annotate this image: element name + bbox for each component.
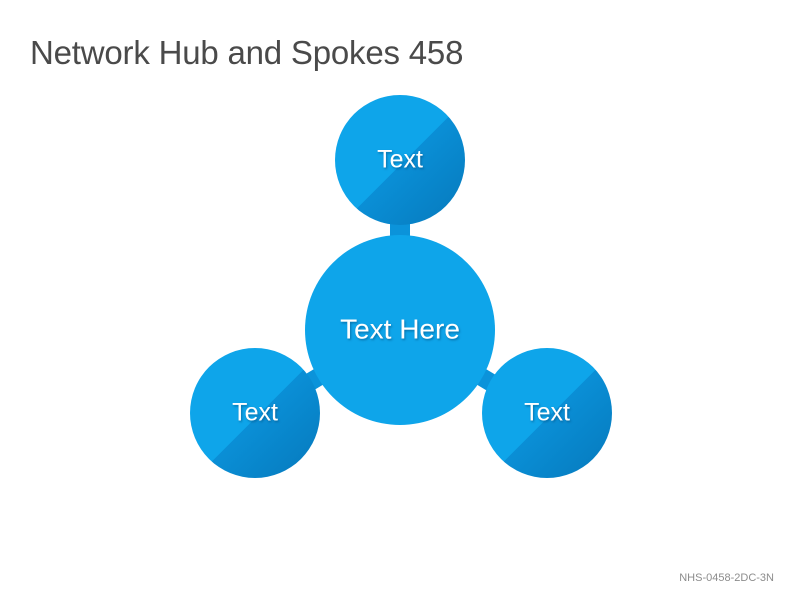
spoke-label-left: Text	[232, 399, 278, 427]
spoke-label-top: Text	[377, 146, 423, 174]
footer-code: NHS-0458-2DC-3N	[679, 572, 774, 584]
spoke-label-right: Text	[524, 399, 570, 427]
spoke-circle-top	[335, 95, 465, 225]
spoke-circle-left	[190, 348, 320, 478]
hub-label: Text Here	[340, 313, 460, 344]
hub-circle	[305, 235, 495, 425]
page-title: Network Hub and Spokes 458	[30, 34, 464, 71]
spoke-circle-right	[482, 348, 612, 478]
